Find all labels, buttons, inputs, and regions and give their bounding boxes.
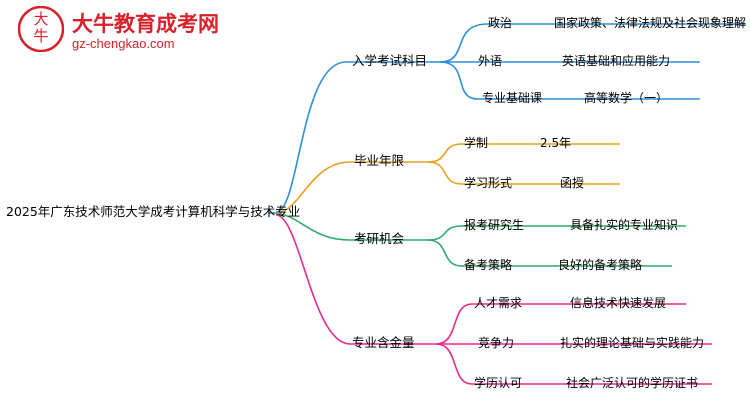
branch-label-postgraduate-opportunity: 考研机会 (354, 231, 405, 246)
leaf-desc-prep-strategy: 良好的备考策略 (558, 258, 643, 272)
leaf-desc-competitiveness: 扎实的理论基础与实践能力 (560, 336, 705, 350)
leaf-label-talent-demand: 人才需求 (474, 296, 523, 310)
leaf-desc-degree-recognition: 社会广泛认可的学历证书 (566, 376, 699, 390)
leaf-desc-politics: 国家政策、法律法规及社会现象理解 (554, 16, 747, 30)
branch-label-exam-subjects: 入学考试科目 (352, 53, 428, 68)
svg-text:牛: 牛 (33, 27, 48, 45)
leaf-label-degree-recognition: 学历认可 (474, 376, 523, 390)
watermark-title: 大牛教育成考网 (72, 12, 219, 36)
watermark-logo: 大 牛 大牛教育成考网 gz-chengkao.com (18, 6, 248, 58)
leaf-desc-apply-postgraduate: 具备扎实的专业知识 (570, 218, 679, 232)
leaf-label-study-format: 学习形式 (464, 176, 513, 190)
mindmap-root-label: 2025年广东技术师范大学成考计算机科学与技术专业 (6, 204, 301, 219)
leaf-desc-talent-demand: 信息技术快速发展 (570, 296, 667, 310)
leaf-label-major-basic-course: 专业基础课 (482, 91, 543, 105)
leaf-label-competitiveness: 竞争力 (478, 336, 515, 350)
leaf-label-foreign-language: 外语 (478, 54, 503, 68)
watermark-subtitle: gz-chengkao.com (72, 36, 175, 51)
branch-label-major-value: 专业含金量 (352, 335, 415, 350)
leaf-desc-foreign-language: 英语基础和应用能力 (562, 54, 671, 68)
leaf-label-schooling-system: 学制 (464, 136, 489, 150)
branch-label-graduation-term: 毕业年限 (354, 153, 405, 168)
leaf-label-politics: 政治 (488, 16, 513, 30)
leaf-desc-study-format: 函授 (560, 176, 585, 190)
leaf-label-prep-strategy: 备考策略 (464, 258, 513, 272)
svg-text:大: 大 (33, 10, 48, 28)
leaf-desc-schooling-system: 2.5年 (540, 136, 572, 150)
leaf-desc-major-basic-course: 高等数学（一） (584, 91, 669, 105)
daniu-logo-icon: 大 牛 (18, 6, 64, 52)
leaf-label-apply-postgraduate: 报考研究生 (464, 218, 525, 232)
